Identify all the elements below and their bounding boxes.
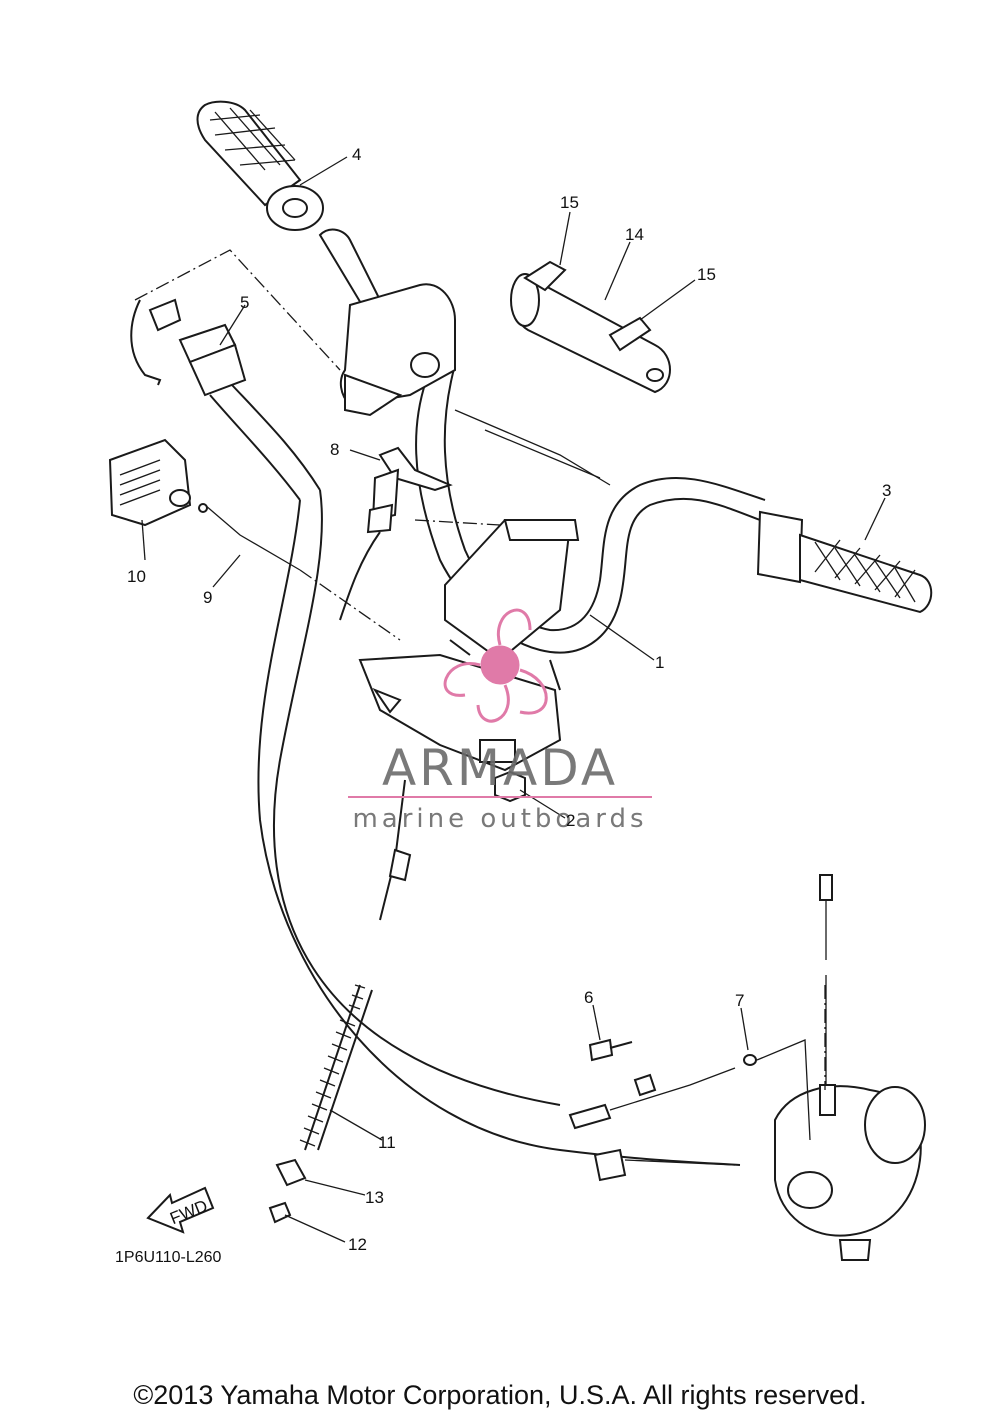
callout-8: 8 — [330, 440, 339, 459]
carburetor — [774, 1084, 926, 1261]
callout-14: 14 — [625, 225, 644, 244]
callout-3: 3 — [882, 481, 891, 500]
lever-holder — [108, 438, 192, 527]
copyright-notice: ©2013 Yamaha Motor Corporation, U.S.A. A… — [133, 1380, 867, 1410]
throttle-housing — [318, 228, 456, 417]
bolt — [588, 1038, 633, 1062]
right-grip — [756, 510, 933, 614]
callout-4: 4 — [352, 145, 361, 164]
throttle-cables — [130, 298, 741, 1166]
decompression-cable — [198, 503, 301, 571]
hot-start-lever — [366, 446, 453, 534]
handlebar-pad — [510, 260, 671, 394]
callout-13: 13 — [365, 1188, 384, 1207]
diagram-code: 1P6U110-L260 — [115, 1249, 222, 1266]
o-ring — [743, 1054, 757, 1066]
callout-5: 5 — [240, 293, 249, 312]
hot-start-cable — [299, 531, 412, 1151]
leader-lines — [141, 156, 886, 1243]
watermark-brand: ARMADA — [382, 739, 618, 797]
watermark-logo-icon — [443, 608, 548, 723]
nut — [494, 770, 526, 803]
watermark: ARMADA marine outboards — [348, 608, 652, 834]
callout-1: 1 — [655, 653, 664, 672]
watermark-tagline: marine outboards — [352, 804, 647, 834]
fwd-label: FWD — [167, 1196, 210, 1228]
callout-labels: 4 5 15 14 15 8 3 10 9 1 2 6 7 11 13 12 — [127, 145, 891, 1254]
callout-2: 2 — [566, 811, 575, 830]
cable-cap — [275, 1158, 307, 1187]
callout-7: 7 — [735, 991, 744, 1010]
guide-lines — [134, 249, 826, 1090]
handlebar-holder — [444, 518, 580, 691]
callout-6: 6 — [584, 988, 593, 1007]
upper-bracket — [358, 653, 562, 772]
throttle-grip — [196, 100, 324, 231]
callout-9: 9 — [203, 588, 212, 607]
cable-nut — [268, 1201, 292, 1224]
forward-arrow-icon: FWD — [146, 1186, 215, 1234]
callout-12: 12 — [348, 1235, 367, 1254]
handlebar — [415, 364, 766, 654]
callout-11: 11 — [378, 1133, 396, 1152]
callout-15-left: 15 — [560, 193, 579, 212]
callout-10: 10 — [127, 567, 146, 586]
throttle-cable-ends — [568, 874, 833, 1182]
callout-15-right: 15 — [697, 265, 716, 284]
